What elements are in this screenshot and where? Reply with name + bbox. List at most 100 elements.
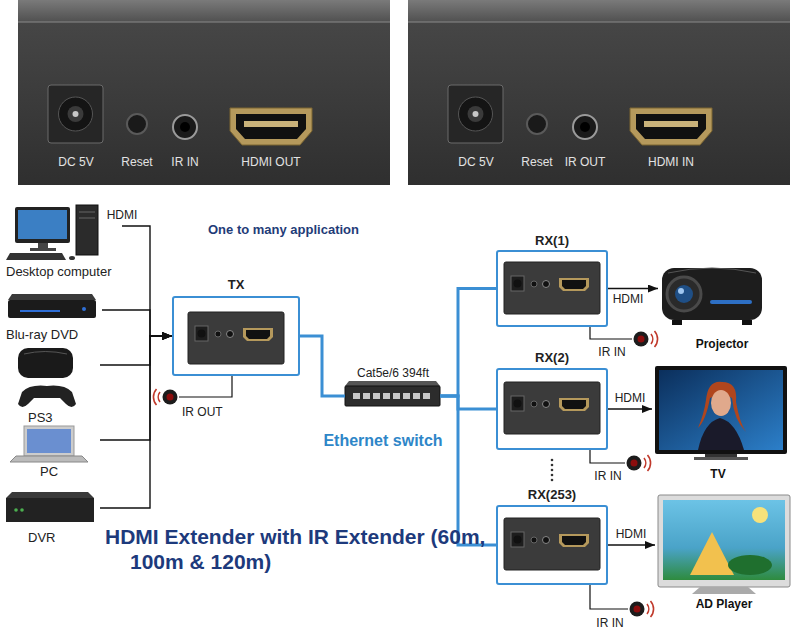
tv-icon bbox=[698, 382, 746, 432]
extender-box-label: RX(1) bbox=[535, 233, 569, 249]
recorder-icon bbox=[6, 492, 94, 522]
display-device-label: Projector bbox=[696, 337, 749, 351]
switch-unit bbox=[403, 393, 410, 399]
connector bbox=[608, 408, 652, 409]
device-panel-label: IR IN bbox=[171, 155, 198, 169]
connector bbox=[590, 327, 632, 339]
network-switch-label: Ethernet switch bbox=[323, 431, 442, 450]
device-photo bbox=[48, 85, 312, 145]
display-device-label: AD Player bbox=[696, 597, 753, 611]
projector-icon bbox=[742, 320, 752, 325]
tv-icon bbox=[655, 366, 787, 460]
player-icon bbox=[20, 310, 60, 312]
continuation-dots bbox=[551, 464, 554, 467]
network-switch: Ethernet switch bbox=[345, 386, 440, 406]
extender-box: RX(2) bbox=[496, 368, 608, 450]
edge-label: HDMI bbox=[611, 292, 646, 306]
player-icon bbox=[82, 307, 86, 311]
diagram-title: HDMI Extender with IR Extender (60m, 100… bbox=[105, 524, 490, 574]
edge-label: HDMI bbox=[613, 391, 648, 405]
player-icon bbox=[8, 300, 96, 318]
connector bbox=[590, 585, 628, 609]
desktop-icon bbox=[6, 253, 66, 260]
connector bbox=[440, 396, 496, 409]
projector-icon bbox=[662, 268, 762, 325]
extender-unit bbox=[504, 262, 600, 314]
switch-unit bbox=[393, 393, 400, 399]
infrared-eye-label: IR IN bbox=[596, 616, 623, 630]
switch-unit bbox=[383, 393, 390, 399]
display-device: TV bbox=[652, 362, 790, 486]
laptop-icon bbox=[10, 456, 88, 462]
continuation-dots bbox=[551, 459, 554, 482]
recorder-icon bbox=[6, 492, 94, 498]
desktop-icon bbox=[30, 248, 56, 251]
annotation: One to many application bbox=[208, 222, 359, 238]
signage-icon bbox=[663, 500, 785, 580]
console-icon bbox=[24, 352, 67, 355]
player-icon bbox=[8, 294, 96, 300]
console-icon bbox=[18, 386, 76, 407]
tv-icon bbox=[655, 366, 787, 454]
signage-icon bbox=[692, 587, 756, 594]
connector bbox=[590, 450, 625, 463]
connector bbox=[440, 396, 496, 545]
recorder-icon bbox=[20, 508, 24, 512]
projector-icon bbox=[667, 277, 701, 311]
connector bbox=[100, 336, 172, 365]
connector bbox=[100, 336, 172, 508]
source-device: Blu-ray DVD bbox=[4, 290, 102, 345]
switch-unit bbox=[373, 393, 380, 399]
connector bbox=[179, 376, 232, 397]
continuation-dots bbox=[551, 459, 554, 462]
projector-icon bbox=[668, 268, 756, 273]
switch-unit bbox=[353, 393, 360, 399]
signage-icon bbox=[690, 532, 734, 575]
desktop-icon bbox=[69, 256, 75, 260]
source-device-label: PS3 bbox=[28, 410, 53, 426]
desktop-icon bbox=[79, 218, 95, 219]
infrared-eye: IR IN bbox=[625, 454, 643, 472]
console-icon bbox=[18, 348, 73, 378]
infrared-eye-label: IR IN bbox=[594, 469, 621, 483]
extender-unit bbox=[504, 518, 600, 570]
projector-icon bbox=[710, 300, 752, 304]
connector bbox=[608, 288, 658, 289]
laptop-icon bbox=[24, 426, 74, 456]
switch-unit bbox=[413, 393, 420, 399]
signage-icon bbox=[658, 495, 790, 587]
console-icon bbox=[18, 348, 76, 407]
infrared-eye: IR OUT bbox=[161, 388, 179, 406]
desktop-icon bbox=[76, 205, 98, 255]
infrared-eye: IR IN bbox=[628, 600, 646, 618]
desktop-icon bbox=[6, 205, 98, 260]
projector-icon bbox=[662, 268, 762, 320]
tv-icon bbox=[711, 390, 731, 416]
infrared-eye: IR IN bbox=[632, 330, 650, 348]
laptop-icon bbox=[27, 429, 71, 453]
switch-unit bbox=[363, 393, 370, 399]
extender-box-label: TX bbox=[228, 277, 245, 293]
device-photo bbox=[18, 0, 390, 22]
tv-icon bbox=[698, 418, 744, 450]
device-panel: DC 5VResetIR OUTHDMI IN bbox=[408, 22, 790, 185]
recorder-icon bbox=[6, 498, 94, 522]
infrared-icon bbox=[627, 455, 651, 471]
continuation-dots bbox=[551, 474, 554, 477]
display-device: AD Player bbox=[655, 492, 792, 614]
extender-box: TX bbox=[172, 296, 300, 376]
connector bbox=[608, 544, 655, 545]
device-photo bbox=[18, 22, 390, 185]
infrared-icon bbox=[634, 331, 658, 347]
infrared-eye-label: IR IN bbox=[598, 345, 625, 359]
connector bbox=[100, 336, 172, 440]
signage-icon bbox=[752, 507, 768, 523]
extender-unit bbox=[188, 262, 600, 570]
edge-label: Cat5e/6 394ft bbox=[355, 366, 431, 380]
infrared-icon bbox=[630, 601, 654, 617]
device-photo bbox=[448, 85, 712, 145]
extender-box-label: RX(253) bbox=[528, 487, 576, 503]
display-device: Projector bbox=[658, 252, 772, 354]
display-device-label: TV bbox=[710, 467, 725, 481]
